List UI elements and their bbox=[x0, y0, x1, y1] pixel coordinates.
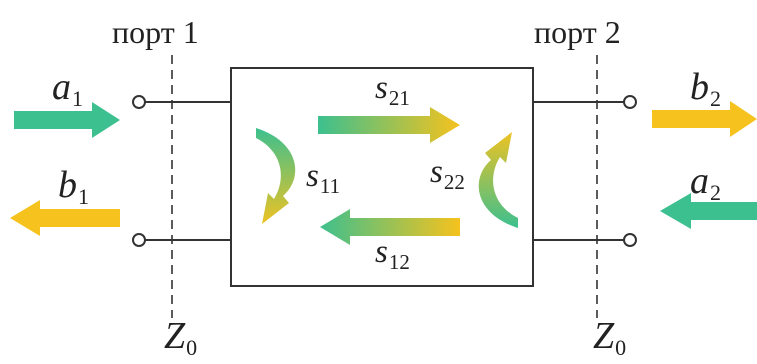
a2-incident-arrow bbox=[660, 193, 757, 229]
network-box bbox=[230, 67, 534, 287]
a1-incident-arrow bbox=[14, 102, 120, 138]
a2-subscript: 2 bbox=[710, 180, 721, 205]
s22-label: s22 bbox=[430, 156, 465, 193]
z0-right-label: Z0 bbox=[593, 317, 626, 359]
s12-symbol: s bbox=[375, 234, 388, 270]
s11-subscript: 11 bbox=[319, 174, 341, 198]
z0-right-subscript: 0 bbox=[615, 335, 627, 360]
z0-left-label: Z0 bbox=[164, 317, 197, 359]
s22-subscript: 22 bbox=[443, 170, 465, 194]
z0-right-symbol: Z bbox=[593, 315, 615, 357]
b2-subscript: 2 bbox=[710, 86, 721, 111]
s21-label: s21 bbox=[375, 72, 410, 109]
terminal-bottom-right bbox=[623, 233, 637, 247]
b2-transmitted-arrow bbox=[652, 101, 757, 137]
port1-label: порт 1 bbox=[112, 14, 199, 50]
b2-symbol: b bbox=[690, 66, 709, 108]
s12-label: s12 bbox=[375, 236, 410, 273]
a1-symbol: a bbox=[52, 66, 71, 108]
z0-left-subscript: 0 bbox=[186, 335, 198, 360]
s22-reflection-arrow bbox=[478, 132, 518, 228]
z0-left-symbol: Z bbox=[164, 315, 186, 357]
b1-label: b1 bbox=[58, 166, 89, 208]
a1-subscript: 1 bbox=[72, 86, 83, 111]
terminal-top-left bbox=[132, 95, 146, 109]
a2-symbol: a bbox=[690, 160, 709, 202]
a1-label: a1 bbox=[52, 68, 83, 110]
b1-subscript: 1 bbox=[78, 184, 89, 209]
s12-transmission-arrow bbox=[320, 209, 460, 245]
a2-label: a2 bbox=[690, 162, 721, 204]
s11-symbol: s bbox=[306, 158, 319, 194]
b2-label: b2 bbox=[690, 68, 721, 110]
s11-label: s11 bbox=[306, 160, 340, 197]
s21-symbol: s bbox=[375, 70, 388, 106]
terminal-bottom-left bbox=[132, 233, 146, 247]
b1-symbol: b bbox=[58, 164, 77, 206]
s21-subscript: 21 bbox=[388, 86, 410, 110]
port2-label: порт 2 bbox=[534, 14, 621, 50]
s12-subscript: 12 bbox=[388, 250, 410, 274]
s21-transmission-arrow bbox=[318, 107, 460, 143]
s11-reflection-arrow bbox=[256, 128, 296, 224]
b1-reflected-arrow bbox=[10, 200, 120, 236]
s22-symbol: s bbox=[430, 154, 443, 190]
terminal-top-right bbox=[623, 95, 637, 109]
